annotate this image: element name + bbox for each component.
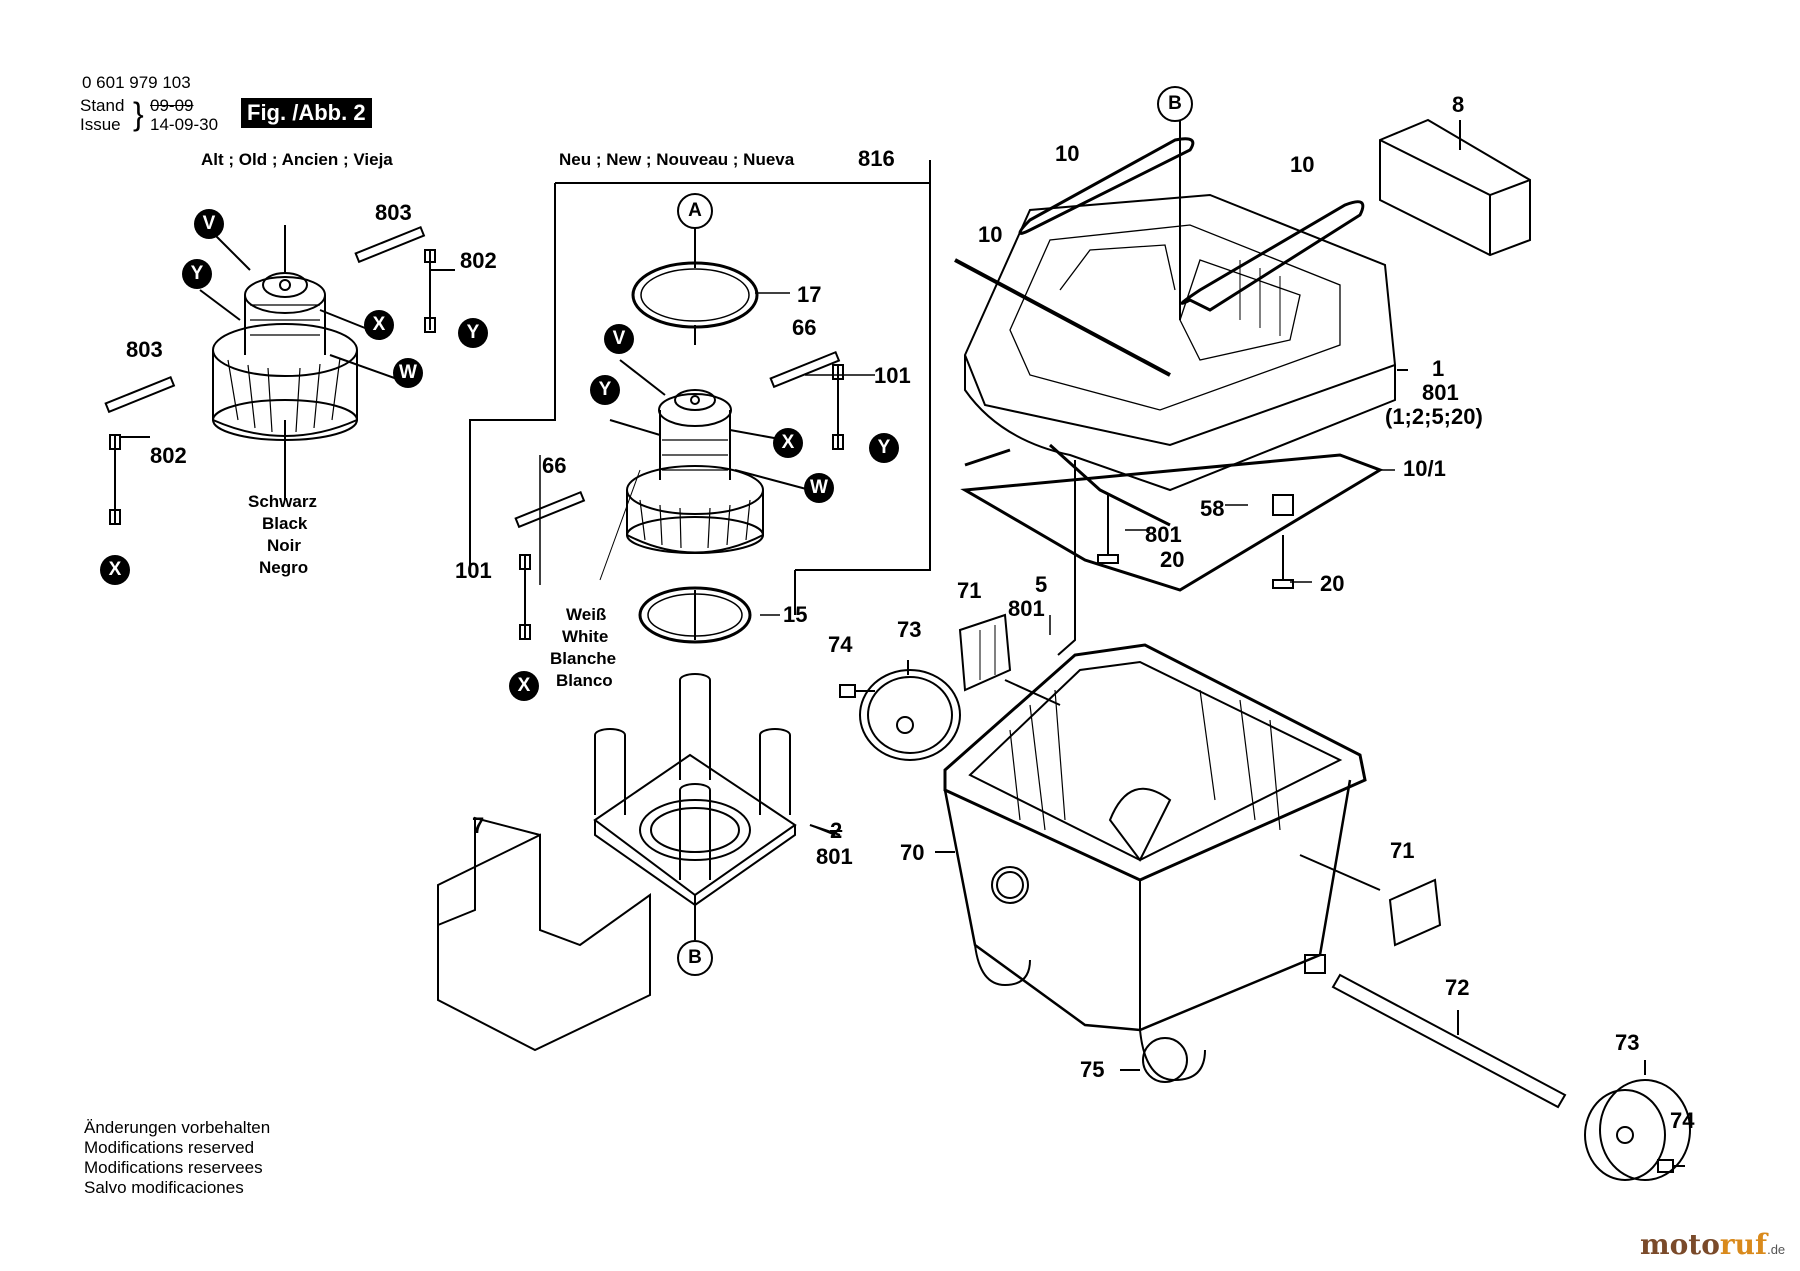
wire-black-de: Schwarz	[248, 492, 317, 511]
callout-74-right: 74	[1670, 1108, 1695, 1133]
marker-x-new: X	[773, 428, 803, 458]
issue-date: 14-09-30	[150, 115, 219, 134]
callout-15: 15	[783, 602, 808, 627]
wire-white-en: White	[562, 627, 609, 646]
marker-y-new-terminal: Y	[869, 433, 899, 463]
callout-66-left: 66	[542, 453, 567, 478]
callout-66-top: 66	[792, 315, 817, 340]
callout-20-left: 20	[1160, 547, 1185, 572]
watermark-suffix: .de	[1767, 1242, 1786, 1257]
callout-71-top: 71	[957, 578, 982, 603]
part-number: 0 601 979 103	[82, 73, 191, 92]
new-motor-drawing	[514, 227, 844, 644]
issue-label: Issue	[80, 115, 121, 134]
top-housing-drawing	[954, 120, 1408, 656]
callout-10-1: 10/1	[1403, 456, 1446, 481]
watermark-logo: motoruf.de	[1640, 1228, 1785, 1261]
callout-802-top: 802	[460, 248, 497, 273]
section-new-title: Neu ; New ; Nouveau ; Nueva	[559, 150, 795, 169]
marker-w-old: W	[393, 358, 423, 388]
marker-b-top: B	[1157, 86, 1193, 122]
callout-58: 58	[1200, 496, 1225, 521]
callout-802-left: 802	[150, 443, 187, 468]
callout-8: 8	[1452, 92, 1465, 117]
watermark-part-b: ruf	[1719, 1228, 1768, 1261]
wire-black-en: Black	[262, 514, 308, 533]
stand-label: Stand	[80, 96, 125, 115]
marker-x-old: X	[364, 310, 394, 340]
callout-7: 7	[472, 813, 485, 838]
brace: }	[133, 96, 144, 132]
fig-label: Fig. /Abb. 2	[241, 98, 372, 128]
wheels-drawing	[839, 660, 1691, 1181]
callout-2: 2	[830, 818, 843, 843]
callout-71-right: 71	[1390, 838, 1415, 863]
note-de: Änderungen vorbehalten	[84, 1118, 271, 1137]
part71-brackets-drawing	[958, 613, 1442, 947]
watermark-part-a: moto	[1640, 1228, 1720, 1261]
axle-drawing	[1304, 954, 1567, 1109]
note-fr: Modifications reservees	[84, 1158, 263, 1177]
leader-lines	[539, 292, 1395, 836]
bucket-drawing	[935, 643, 1381, 1083]
marker-a: A	[677, 193, 713, 229]
marker-y-new: Y	[590, 375, 620, 405]
callout-10-right: 10	[1290, 152, 1315, 177]
marker-y-old: Y	[182, 259, 212, 289]
wire-white-de: Weiß	[566, 605, 607, 624]
callout-70: 70	[900, 840, 925, 865]
callout-801-latch: 801	[1008, 596, 1045, 621]
bracket-816	[469, 160, 931, 571]
callout-801-screw: 801	[1145, 522, 1182, 547]
callout-73-left: 73	[897, 617, 922, 642]
note-en: Modifications reserved	[84, 1138, 255, 1157]
wire-white-es: Blanco	[556, 671, 613, 690]
marker-b-base: B	[677, 940, 713, 976]
callout-101-left: 101	[455, 558, 492, 583]
callout-803-top: 803	[375, 200, 412, 225]
marker-x-new-terminal: X	[509, 671, 539, 701]
callout-1: 1	[1432, 356, 1445, 381]
callout-17: 17	[797, 282, 822, 307]
callout-801-base: 801	[816, 844, 853, 869]
callout-73-right: 73	[1615, 1030, 1640, 1055]
callout-10-top: 10	[1055, 141, 1080, 166]
marker-y-old-terminal: Y	[458, 318, 488, 348]
callout-74-left: 74	[828, 632, 853, 657]
section-old-title: Alt ; Old ; Ancien ; Vieja	[201, 150, 393, 169]
marker-v-old: V	[194, 209, 224, 239]
wire-white-fr: Blanche	[550, 649, 617, 668]
callout-803-left: 803	[126, 337, 163, 362]
callout-10-left: 10	[978, 222, 1003, 247]
marker-v-new: V	[604, 324, 634, 354]
callout-816: 816	[858, 146, 895, 171]
callout-1-sub: (1;2;5;20)	[1385, 404, 1483, 429]
callout-75: 75	[1080, 1057, 1105, 1082]
part7-cover-drawing	[437, 816, 651, 1052]
motor-base-drawing	[593, 673, 841, 940]
wire-black-es: Negro	[259, 558, 309, 577]
stand-old-date: 09-09	[150, 96, 194, 115]
callout-72: 72	[1445, 975, 1470, 1000]
wire-black-fr: Noir	[267, 536, 301, 555]
note-es: Salvo modificaciones	[84, 1178, 244, 1197]
marker-w-new: W	[804, 473, 834, 503]
callout-5: 5	[1035, 572, 1048, 597]
old-motor-drawing	[104, 225, 455, 525]
callout-20-right: 20	[1320, 571, 1345, 596]
callout-101-right: 101	[874, 363, 911, 388]
callout-801-housing: 801	[1422, 380, 1459, 405]
part8-block-drawing	[1379, 118, 1531, 257]
marker-x-old-terminal: X	[100, 555, 130, 585]
